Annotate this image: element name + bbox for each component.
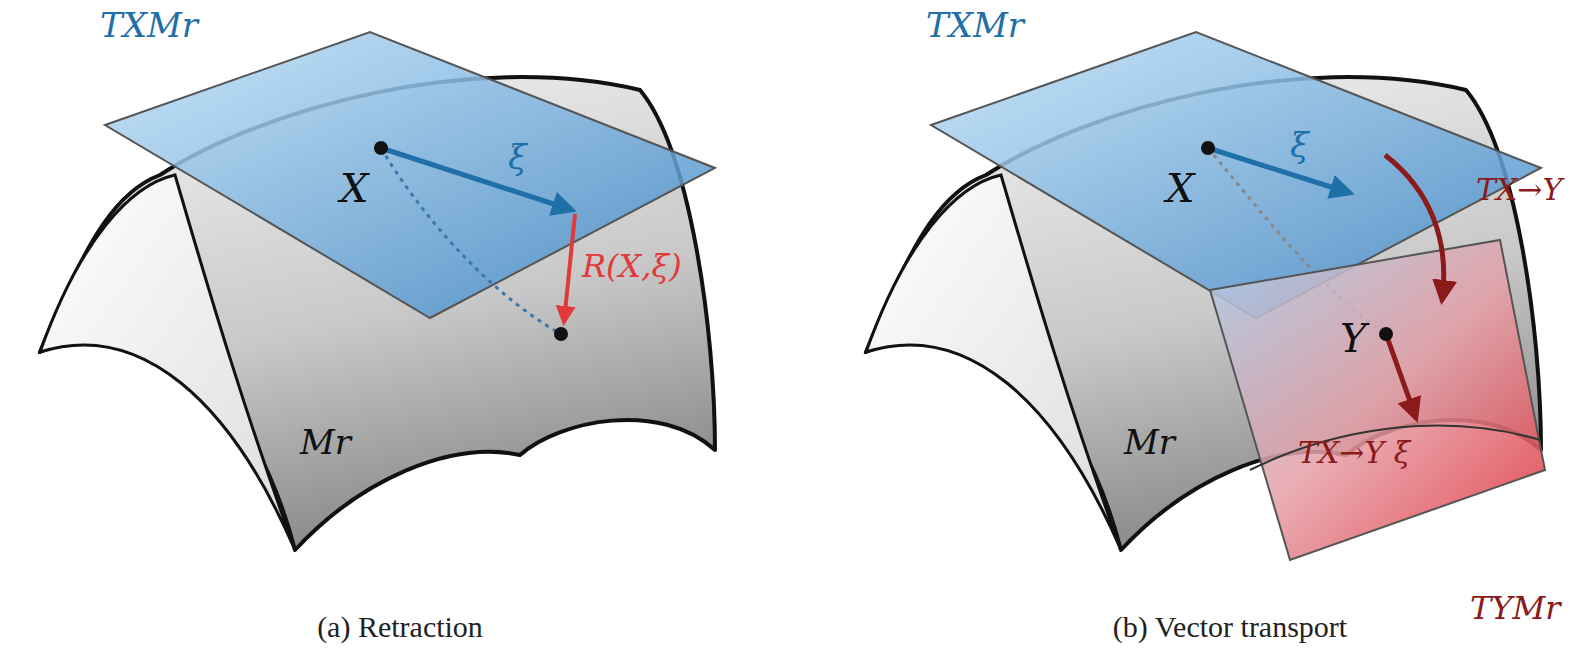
tangent-space-label: TYMr: [1470, 592, 1561, 624]
retracted-point: [554, 327, 568, 341]
surface-end-face: [40, 175, 295, 550]
point-y: [1379, 327, 1393, 341]
tangent-vector: [1208, 148, 1350, 193]
transport-arrow: [1385, 155, 1444, 300]
retraction-label: R(X,ξ): [582, 250, 682, 282]
point-x: [1201, 141, 1215, 155]
subfigure-caption: (b) Vector transport: [1113, 612, 1347, 642]
transported-vector: [1386, 334, 1416, 418]
vector-label: ξ: [1290, 128, 1309, 162]
tangent-space-label: TXMr: [926, 8, 1024, 42]
point-label: X: [1166, 168, 1194, 208]
tangent-space-label: TXMr: [100, 8, 198, 42]
point-label: X: [340, 168, 368, 208]
surface-end-face: [866, 175, 1121, 550]
manifold-label: Mr: [1124, 425, 1175, 459]
manifold-edge-behind: [1250, 426, 1540, 470]
subfigure-caption: (a) Retraction: [317, 612, 483, 642]
retraction-arrow: [564, 214, 575, 322]
tangent-plane-y: [1210, 240, 1545, 560]
transported-vector-label: TX→Y ξ: [1298, 438, 1410, 468]
panel-a: [40, 32, 715, 550]
transport-label: TX→Y: [1476, 175, 1562, 205]
point-label: Y: [1340, 318, 1366, 358]
panel-b: [866, 32, 1545, 560]
vector-label: ξ: [508, 140, 527, 174]
tangent-plane: [105, 32, 715, 318]
tangent-vector: [381, 148, 572, 210]
manifold-label: Mr: [300, 425, 351, 459]
point-x: [374, 141, 388, 155]
